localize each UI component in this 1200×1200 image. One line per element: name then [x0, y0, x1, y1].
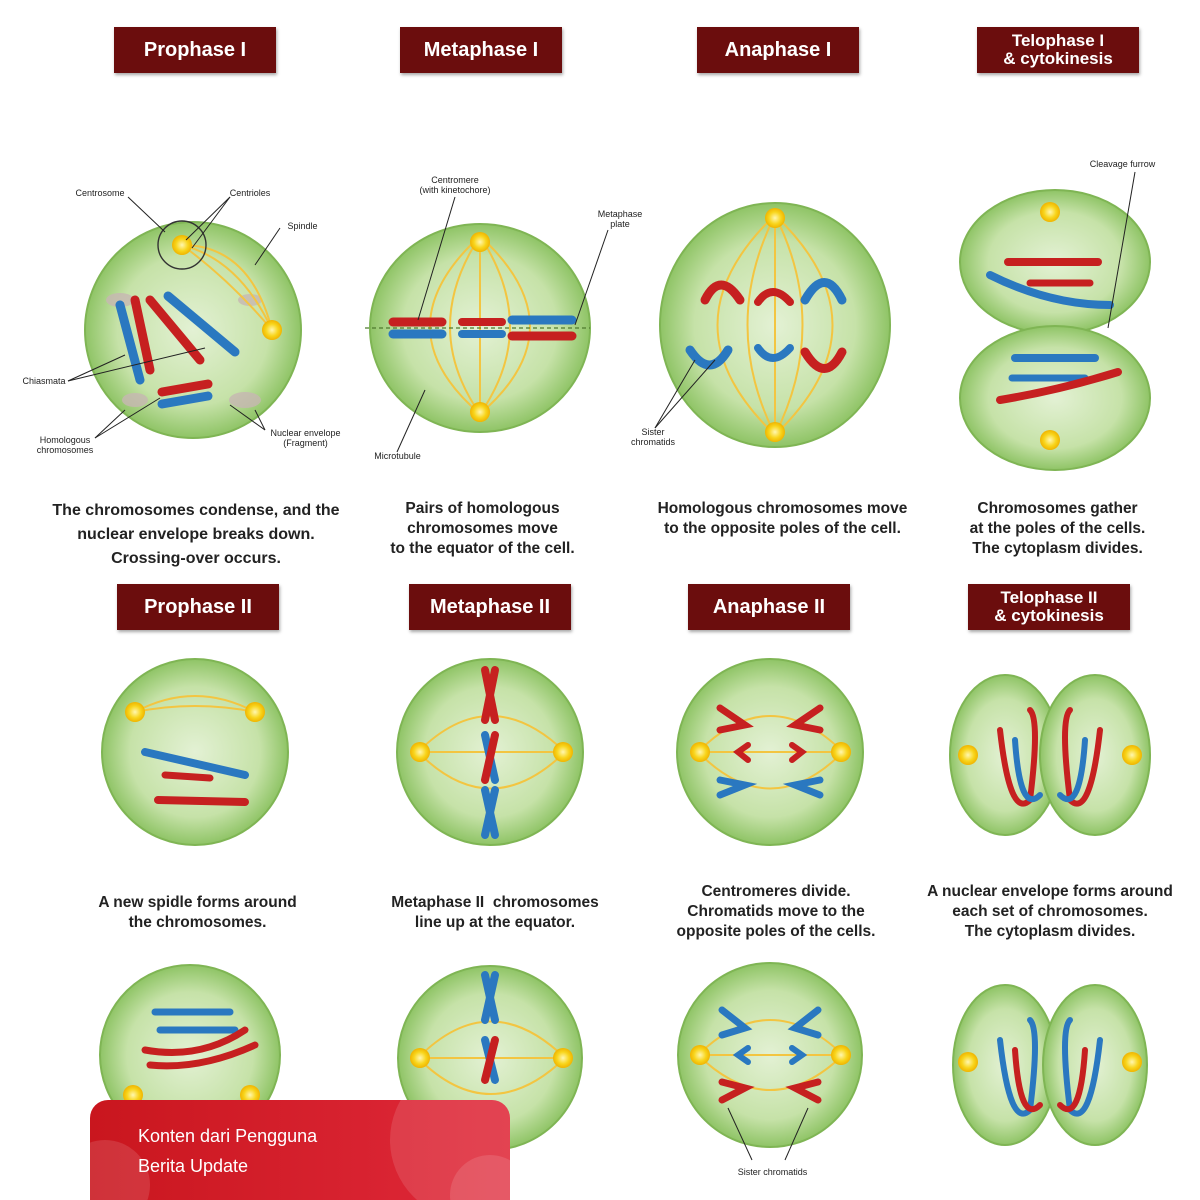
title-prophase-2: Prophase II	[117, 584, 279, 630]
cell-metaphase-2	[396, 658, 584, 846]
title-telophase-1: Telophase I & cytokinesis	[977, 27, 1139, 73]
cell-row3-3	[677, 962, 863, 1161]
title-telophase-2: Telophase II & cytokinesis	[968, 584, 1130, 630]
caption-metaphase-2: Metaphase II chromosomes line up at the …	[391, 894, 599, 931]
label-metaphase-plate: Metaphase plate	[597, 209, 643, 229]
title-anaphase-1: Anaphase I	[697, 27, 859, 73]
user-content-banner[interactable]: Konten dari Pengguna Berita Update	[90, 1100, 510, 1200]
caption-telophase-2: A nuclear envelope forms around each set…	[927, 883, 1173, 940]
title-prophase-1: Prophase I	[114, 27, 276, 73]
label-sister-chromatids-2: Sister chromatids	[737, 1167, 808, 1177]
label-centromere: Centromere (with kinetochore)	[419, 175, 491, 195]
label-homologous-chromosomes: Homologous chromosomes	[36, 435, 94, 455]
cell-telophase-2	[949, 674, 1151, 836]
label-microtubule: Microtubule	[374, 451, 421, 461]
label-spindle: Spindle	[287, 221, 318, 231]
label-cleavage-furrow: Cleavage furrow	[1089, 159, 1156, 169]
cell-row3-4	[952, 984, 1148, 1146]
cell-prophase-1	[67, 196, 302, 439]
cell-telophase-1	[959, 171, 1151, 471]
label-chiasmata: Chiasmata	[22, 376, 66, 386]
title-metaphase-1: Metaphase I	[400, 27, 562, 73]
label-centrioles: Centrioles	[229, 188, 271, 198]
label-centrosome: Centrosome	[75, 188, 125, 198]
banner-line-1: Konten dari Pengguna	[138, 1126, 318, 1146]
caption-metaphase-1: Pairs of homologous chromosomes move to …	[390, 500, 575, 557]
cell-anaphase-2	[676, 658, 864, 846]
caption-anaphase-1: Homologous chromosomes move to the oppos…	[657, 500, 908, 537]
banner-decoration	[390, 1100, 510, 1200]
cell-metaphase-1	[365, 196, 609, 453]
cell-prophase-2	[101, 658, 289, 846]
caption-prophase-2: A new spidle forms around the chromosome…	[98, 894, 297, 931]
banner-line-2: Berita Update	[138, 1156, 249, 1176]
title-metaphase-2: Metaphase II	[409, 584, 571, 630]
caption-prophase-1: The chromosomes condense, and the nuclea…	[52, 502, 340, 567]
title-anaphase-2: Anaphase II	[688, 584, 850, 630]
label-sister-chromatids-1: Sister chromatids	[630, 427, 675, 447]
caption-anaphase-2: Centromeres divide. Chromatids move to t…	[676, 883, 876, 940]
label-nuclear-envelope: Nuclear envelope (Fragment)	[270, 428, 341, 448]
cell-anaphase-1	[654, 202, 891, 448]
caption-telophase-1: Chromosomes gather at the poles of the c…	[969, 500, 1146, 557]
